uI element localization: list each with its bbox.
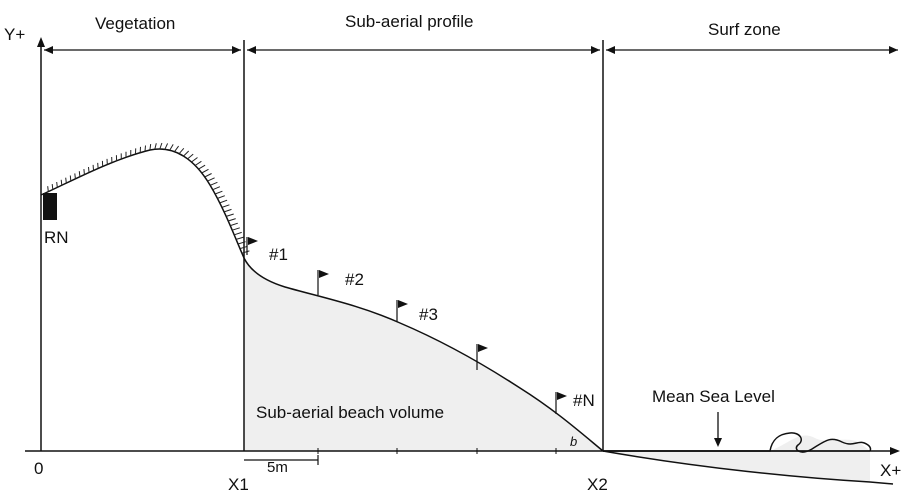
grass-stroke: [159, 142, 163, 150]
grass-stroke: [154, 143, 157, 150]
grass-stroke: [174, 145, 180, 152]
nearshore-wedge-area: [603, 435, 870, 482]
grass-stroke: [51, 184, 54, 190]
x-axis-arrowhead: [890, 447, 900, 455]
grass-stroke: [191, 157, 198, 163]
grass-stroke: [56, 181, 58, 188]
grass-stroke: [207, 177, 215, 182]
grass-stroke: [226, 213, 234, 217]
grass-stroke: [234, 231, 242, 236]
grass-stroke: [178, 147, 185, 155]
grass-stroke: [201, 168, 209, 174]
grass-stroke: [232, 227, 240, 231]
grass-stroke: [169, 144, 174, 151]
x-axis-ticks: [317, 448, 557, 454]
survey-flag: [396, 300, 408, 322]
grass-stroke: [217, 195, 225, 199]
grass-stroke: [198, 164, 206, 170]
grass-stroke: [219, 199, 228, 204]
grass-stroke: [144, 145, 146, 152]
grass-stroke: [164, 143, 169, 150]
x-axis-label: X+: [880, 461, 901, 480]
grass-stroke: [183, 150, 190, 157]
y-axis-label: Y+: [4, 25, 25, 44]
grass-stroke: [239, 245, 248, 250]
rn-label: RN: [44, 228, 69, 247]
rn-benchmark-marker: [43, 193, 57, 220]
survey-flag: [476, 344, 488, 370]
grass-stroke: [212, 186, 221, 191]
grass-stroke: [83, 169, 85, 175]
grass-stroke: [194, 160, 202, 166]
surf-zone-label: Surf zone: [708, 20, 781, 39]
subaerial-zone-label: Sub-aerial profile: [345, 12, 474, 31]
grass-stroke: [223, 208, 232, 213]
slope-angle-label: b: [570, 434, 577, 449]
mean-sea-level-label: Mean Sea Level: [652, 387, 775, 406]
seabed-profile-line: [602, 450, 894, 485]
grass-stroke: [60, 179, 63, 186]
subaerial-volume-area: [244, 258, 603, 451]
grass-stroke: [69, 175, 72, 181]
beach-profile-line: [243, 257, 604, 452]
scale-label: 5m: [267, 459, 288, 476]
grass-stroke: [65, 177, 67, 184]
grass-stroke: [47, 186, 49, 192]
flag-1-label: #1: [269, 245, 288, 264]
grass-stroke: [241, 250, 250, 254]
grass-stroke: [210, 181, 218, 186]
flag-n-label: #N: [573, 391, 595, 410]
wave-shape: [603, 432, 872, 453]
vegetation-extent-arrow: [44, 46, 241, 54]
msl-pointer-arrowhead: [714, 438, 722, 447]
flag-3-label: #3: [419, 305, 438, 324]
y-axis-arrowhead: [37, 37, 45, 47]
grass-stroke: [221, 204, 230, 208]
subaerial-volume-label: Sub-aerial beach volume: [256, 403, 444, 422]
dune-profile-line: [40, 148, 245, 259]
grass-stroke: [88, 166, 90, 173]
survey-flag: [555, 392, 567, 414]
grass-stroke: [149, 144, 152, 151]
flag-2-label: #2: [345, 270, 364, 289]
survey-flag: [317, 270, 329, 295]
grass-stroke: [237, 241, 246, 245]
grass-stroke: [204, 173, 212, 178]
grass-stroke: [235, 236, 244, 240]
grass-stroke: [78, 171, 81, 177]
vegetation-zone-label: Vegetation: [95, 14, 175, 33]
origin-label: 0: [34, 459, 43, 478]
grass-stroke: [74, 173, 76, 179]
grass-stroke: [187, 153, 194, 160]
x2-label: X2: [587, 475, 608, 494]
survey-flag: [246, 237, 258, 255]
grass-stroke: [230, 222, 238, 227]
x1-label: X1: [228, 475, 249, 494]
subaerial-extent-arrow: [247, 46, 600, 54]
surf-zone-extent-arrow: [606, 46, 898, 54]
grass-stroke: [228, 218, 236, 222]
vegetation-grass: [47, 142, 250, 254]
grass-stroke: [214, 190, 223, 195]
scale-bar: [244, 455, 319, 465]
